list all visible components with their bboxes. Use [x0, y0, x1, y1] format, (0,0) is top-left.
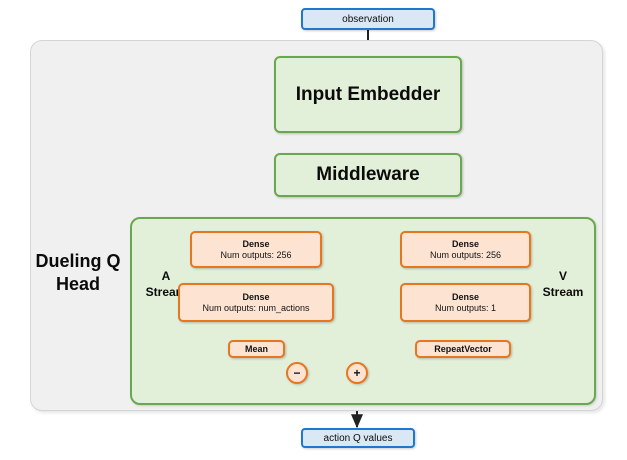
operator-add-symbol: + — [353, 366, 361, 380]
node-input-embedder-label: Input Embedder — [295, 83, 441, 105]
node-middleware-label: Middleware — [316, 164, 420, 185]
node-mean: Mean — [228, 340, 285, 358]
node-a-dense-num-actions-title: Dense — [242, 291, 270, 302]
node-action-q-values-label: action Q values — [323, 432, 393, 444]
v-stream-label-line2: Stream — [542, 285, 584, 300]
operator-subtract: − — [286, 362, 308, 384]
node-v-dense-256: Dense Num outputs: 256 — [400, 231, 531, 268]
node-a-dense-256-title: Dense — [242, 238, 270, 249]
node-v-dense-256-subtitle: Num outputs: 256 — [429, 249, 502, 260]
node-a-dense-256-subtitle: Num outputs: 256 — [220, 249, 292, 260]
dueling-q-head-label: Dueling Q Head — [28, 250, 128, 295]
node-a-dense-num-actions-subtitle: Num outputs: num_actions — [202, 302, 310, 313]
node-v-dense-256-title: Dense — [451, 238, 479, 249]
node-v-dense-1-subtitle: Num outputs: 1 — [434, 302, 497, 313]
a-stream-label-line1: A — [161, 269, 171, 283]
node-repeat-vector-label: RepeatVector — [434, 343, 492, 354]
node-action-q-values: action Q values — [301, 428, 415, 448]
v-stream-label: V Stream — [534, 268, 592, 300]
a-stream-label: A Stream — [138, 268, 194, 300]
node-v-dense-1: Dense Num outputs: 1 — [400, 283, 531, 322]
operator-subtract-symbol: − — [293, 366, 301, 380]
dueling-q-head-label-line2: Head — [55, 273, 100, 294]
dueling-q-head-label-line1: Dueling Q — [35, 251, 121, 271]
node-input-embedder: Input Embedder — [274, 56, 462, 133]
v-stream-label-line1: V — [558, 269, 567, 283]
node-a-dense-num-actions: Dense Num outputs: num_actions — [178, 283, 334, 322]
node-a-dense-256: Dense Num outputs: 256 — [190, 231, 322, 268]
node-mean-label: Mean — [244, 343, 268, 354]
node-observation-label: observation — [342, 13, 394, 25]
node-observation: observation — [301, 8, 435, 30]
operator-add: + — [346, 362, 368, 384]
a-stream-label-line2: Stream — [145, 285, 187, 300]
node-repeat-vector: RepeatVector — [415, 340, 511, 358]
node-middleware: Middleware — [274, 153, 462, 197]
node-v-dense-1-title: Dense — [451, 291, 479, 302]
